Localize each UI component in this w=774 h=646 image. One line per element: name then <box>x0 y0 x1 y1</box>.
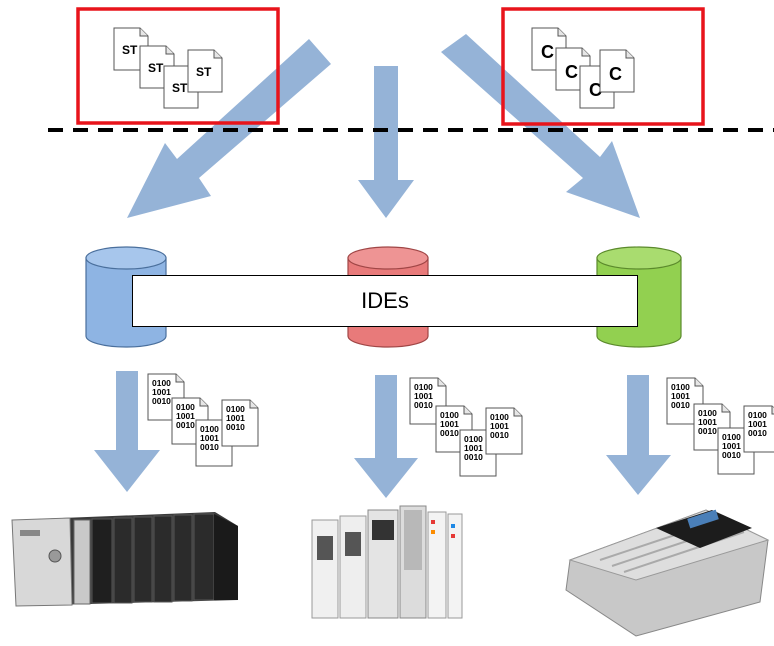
arrow-blue-ide-to-plc <box>94 371 160 492</box>
ecu-module-image <box>565 509 770 637</box>
st-doc-label: ST <box>148 61 164 75</box>
binary-line: 0100 <box>414 382 433 392</box>
arrow-center-down <box>358 66 414 218</box>
binary-line: 1001 <box>226 413 245 423</box>
plc-rack-image <box>11 512 238 607</box>
binary-line: 1001 <box>748 419 767 429</box>
binary-line: 0010 <box>698 426 717 436</box>
c-document-icon: C <box>599 49 635 93</box>
binary-line: 1001 <box>671 391 690 401</box>
st-document-icon: ST <box>187 49 223 93</box>
binary-files-right: 0100100100100100100100100100100100100100… <box>666 377 774 475</box>
c-doc-label: C <box>589 80 602 100</box>
binary-line: 0100 <box>152 378 171 388</box>
ides-label-box: IDEs <box>132 275 638 327</box>
binary-line: 0010 <box>464 452 483 462</box>
binary-line: 0010 <box>226 422 245 432</box>
ides-label: IDEs <box>361 288 409 313</box>
binary-line: 0010 <box>490 430 509 440</box>
c-document-icon: C <box>531 27 567 71</box>
st-document-icon: ST <box>139 45 175 89</box>
binary-line: 1001 <box>176 411 195 421</box>
binary-line: 0010 <box>671 400 690 410</box>
arrow-red-ide-to-io-controller <box>354 375 418 498</box>
st-highlight-box <box>76 7 280 125</box>
binary-line: 1001 <box>490 421 509 431</box>
binary-line: 0100 <box>671 382 690 392</box>
binary-line: 0010 <box>176 420 195 430</box>
c-document-icon: C <box>555 47 591 91</box>
binary-line: 0100 <box>490 412 509 422</box>
binary-line: 0100 <box>464 434 483 444</box>
c-document-icon: C <box>579 65 615 109</box>
binary-line: 0010 <box>414 400 433 410</box>
binary-line: 0100 <box>176 402 195 412</box>
st-doc-label: ST <box>172 81 188 95</box>
c-doc-label: C <box>541 42 554 62</box>
binary-line: 0100 <box>200 424 219 434</box>
binary-line: 0010 <box>200 442 219 452</box>
binary-line: 1001 <box>414 391 433 401</box>
c-source-documents: C C C C <box>531 27 635 109</box>
c-highlight-box <box>501 7 705 126</box>
c-doc-label: C <box>609 64 622 84</box>
st-document-icon: ST <box>113 27 149 71</box>
io-controller-image <box>311 505 463 619</box>
st-doc-label: ST <box>122 43 138 57</box>
binary-line: 0100 <box>748 410 767 420</box>
binary-line: 0010 <box>748 428 767 438</box>
binary-line: 1001 <box>440 419 459 429</box>
c-doc-label: C <box>565 62 578 82</box>
binary-line: 0010 <box>440 428 459 438</box>
arrow-c-to-green-ide <box>441 34 640 218</box>
binary-line: 0100 <box>698 408 717 418</box>
binary-line: 0100 <box>226 404 245 414</box>
binary-line: 0010 <box>152 396 171 406</box>
binary-files-middle: 0100100100100100100100100100100100100100… <box>409 377 523 477</box>
st-doc-label: ST <box>196 65 212 79</box>
arrow-green-ide-to-ecu <box>606 375 671 495</box>
binary-line: 1001 <box>200 433 219 443</box>
binary-line: 0100 <box>722 432 741 442</box>
binary-line: 1001 <box>722 441 741 451</box>
binary-line: 1001 <box>698 417 717 427</box>
st-document-icon: ST <box>163 65 199 109</box>
binary-line: 0010 <box>722 450 741 460</box>
st-source-documents: ST ST ST ST <box>113 27 223 109</box>
binary-line: 1001 <box>152 387 171 397</box>
binary-line: 0100 <box>440 410 459 420</box>
binary-line: 1001 <box>464 443 483 453</box>
